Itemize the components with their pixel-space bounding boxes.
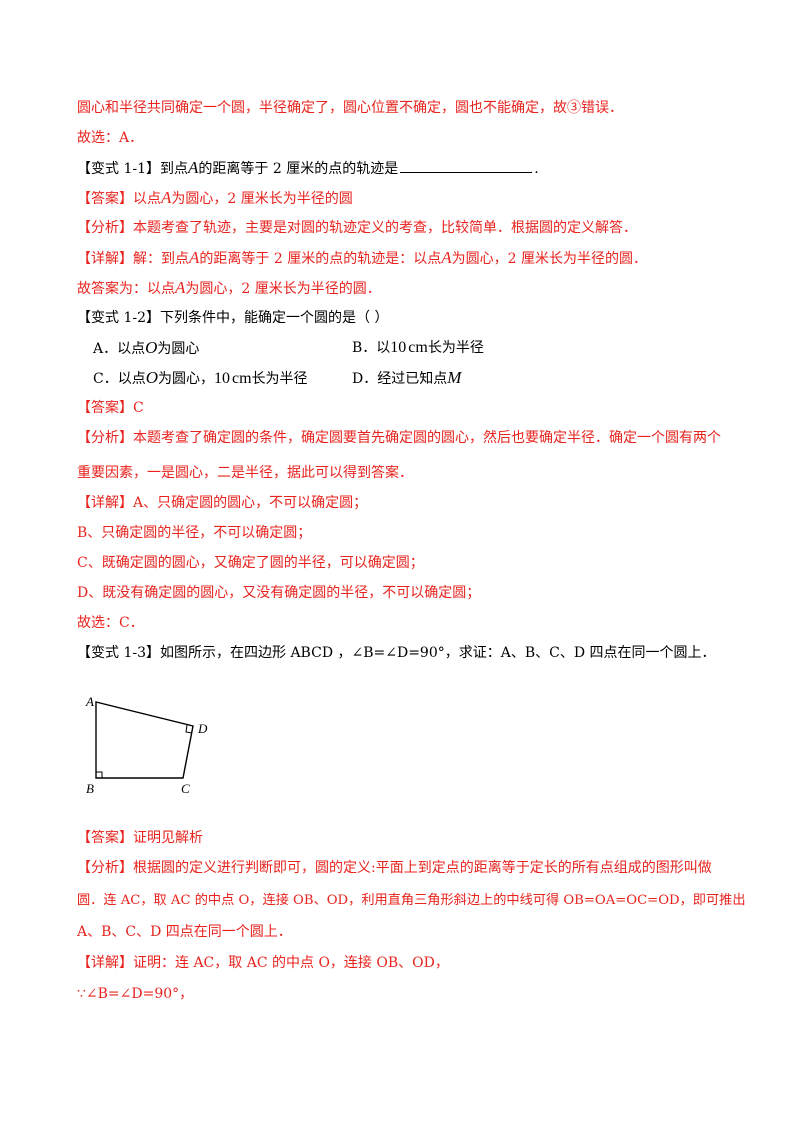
answer-line: 【答案】证明见解析: [77, 830, 203, 846]
option-a: A．以点O为圆心: [93, 338, 200, 357]
right-angle-mark-b: [96, 771, 103, 778]
detail-line: ∵∠B=∠D=90°，: [77, 986, 194, 1002]
analysis-line: 【分析】本题考查了轨迹，主要是对圆的轨迹定义的考查，比较简单．根据圆的定义解答．: [77, 220, 637, 236]
quadrilateral-figure: A D B C: [85, 694, 208, 796]
label-d: D: [197, 721, 208, 736]
answer-line: 【答案】C: [77, 400, 144, 416]
quadrilateral-abcd: [95, 701, 194, 779]
analysis-line: 重要因素，一是圆心，二是半径，据此可以得到答案．: [77, 465, 413, 481]
conclusion-line: 故选：C．: [77, 615, 144, 631]
detail-line: 【详解】解：到点A的距离等于 2 厘米的点的轨迹是：以点A为圆心，2 厘米长为半…: [77, 248, 647, 267]
detail-line: C、既确定圆的圆心，又确定了圆的半径，可以确定圆；: [77, 555, 424, 571]
right-angle-mark-d: [185, 724, 193, 734]
option-d: D．经过已知点M: [352, 368, 462, 387]
question-1-1: 【变式 1-1】到点A的距离等于 2 厘米的点的轨迹是.: [77, 158, 539, 177]
answer-line: 【答案】以点A为圆心，2 厘米长为半径的圆: [77, 188, 353, 207]
text-line: 故选：A．: [77, 130, 144, 146]
detail-line: B、只确定圆的半径，不可以确定圆；: [77, 525, 312, 541]
analysis-line: 【分析】本题考查了确定圆的条件，确定圆要首先确定圆的圆心，然后也要确定半径．确定…: [77, 430, 721, 446]
label-a: A: [85, 694, 94, 709]
label-b: B: [86, 781, 94, 796]
conclusion-line: 故答案为：以点A为圆心，2 厘米长为半径的圆．: [77, 278, 381, 297]
detail-line: D、既没有确定圆的圆心，又没有确定圆的半径，不可以确定圆；: [77, 585, 481, 601]
analysis-line: 圆．连 AC，取 AC 的中点 O，连接 OB、OD，利用直角三角形斜边上的中线…: [77, 893, 746, 908]
question-1-3: 【变式 1-3】如图所示，在四边形 ABCD ，∠B=∠D=90°，求证：A、B…: [77, 645, 716, 661]
answer-blank: [400, 158, 533, 173]
text-line: 圆心和半径共同确定一个圆，半径确定了，圆心位置不确定，圆也不能确定，故③错误．: [77, 100, 623, 116]
label-c: C: [181, 781, 190, 796]
analysis-line: 【分析】根据圆的定义进行判断即可，圆的定义:平面上到定点的距离等于定长的所有点组…: [77, 860, 712, 876]
question-1-2: 【变式 1-2】下列条件中，能确定一个圆的是（ ）: [77, 310, 389, 326]
analysis-line: A、B、C、D 四点在同一个圆上．: [77, 924, 292, 940]
detail-line: 【详解】证明：连 AC，取 AC 的中点 O，连接 OB、OD，: [77, 955, 449, 971]
detail-line: 【详解】A、只确定圆的圆心，不可以确定圆；: [77, 495, 368, 511]
